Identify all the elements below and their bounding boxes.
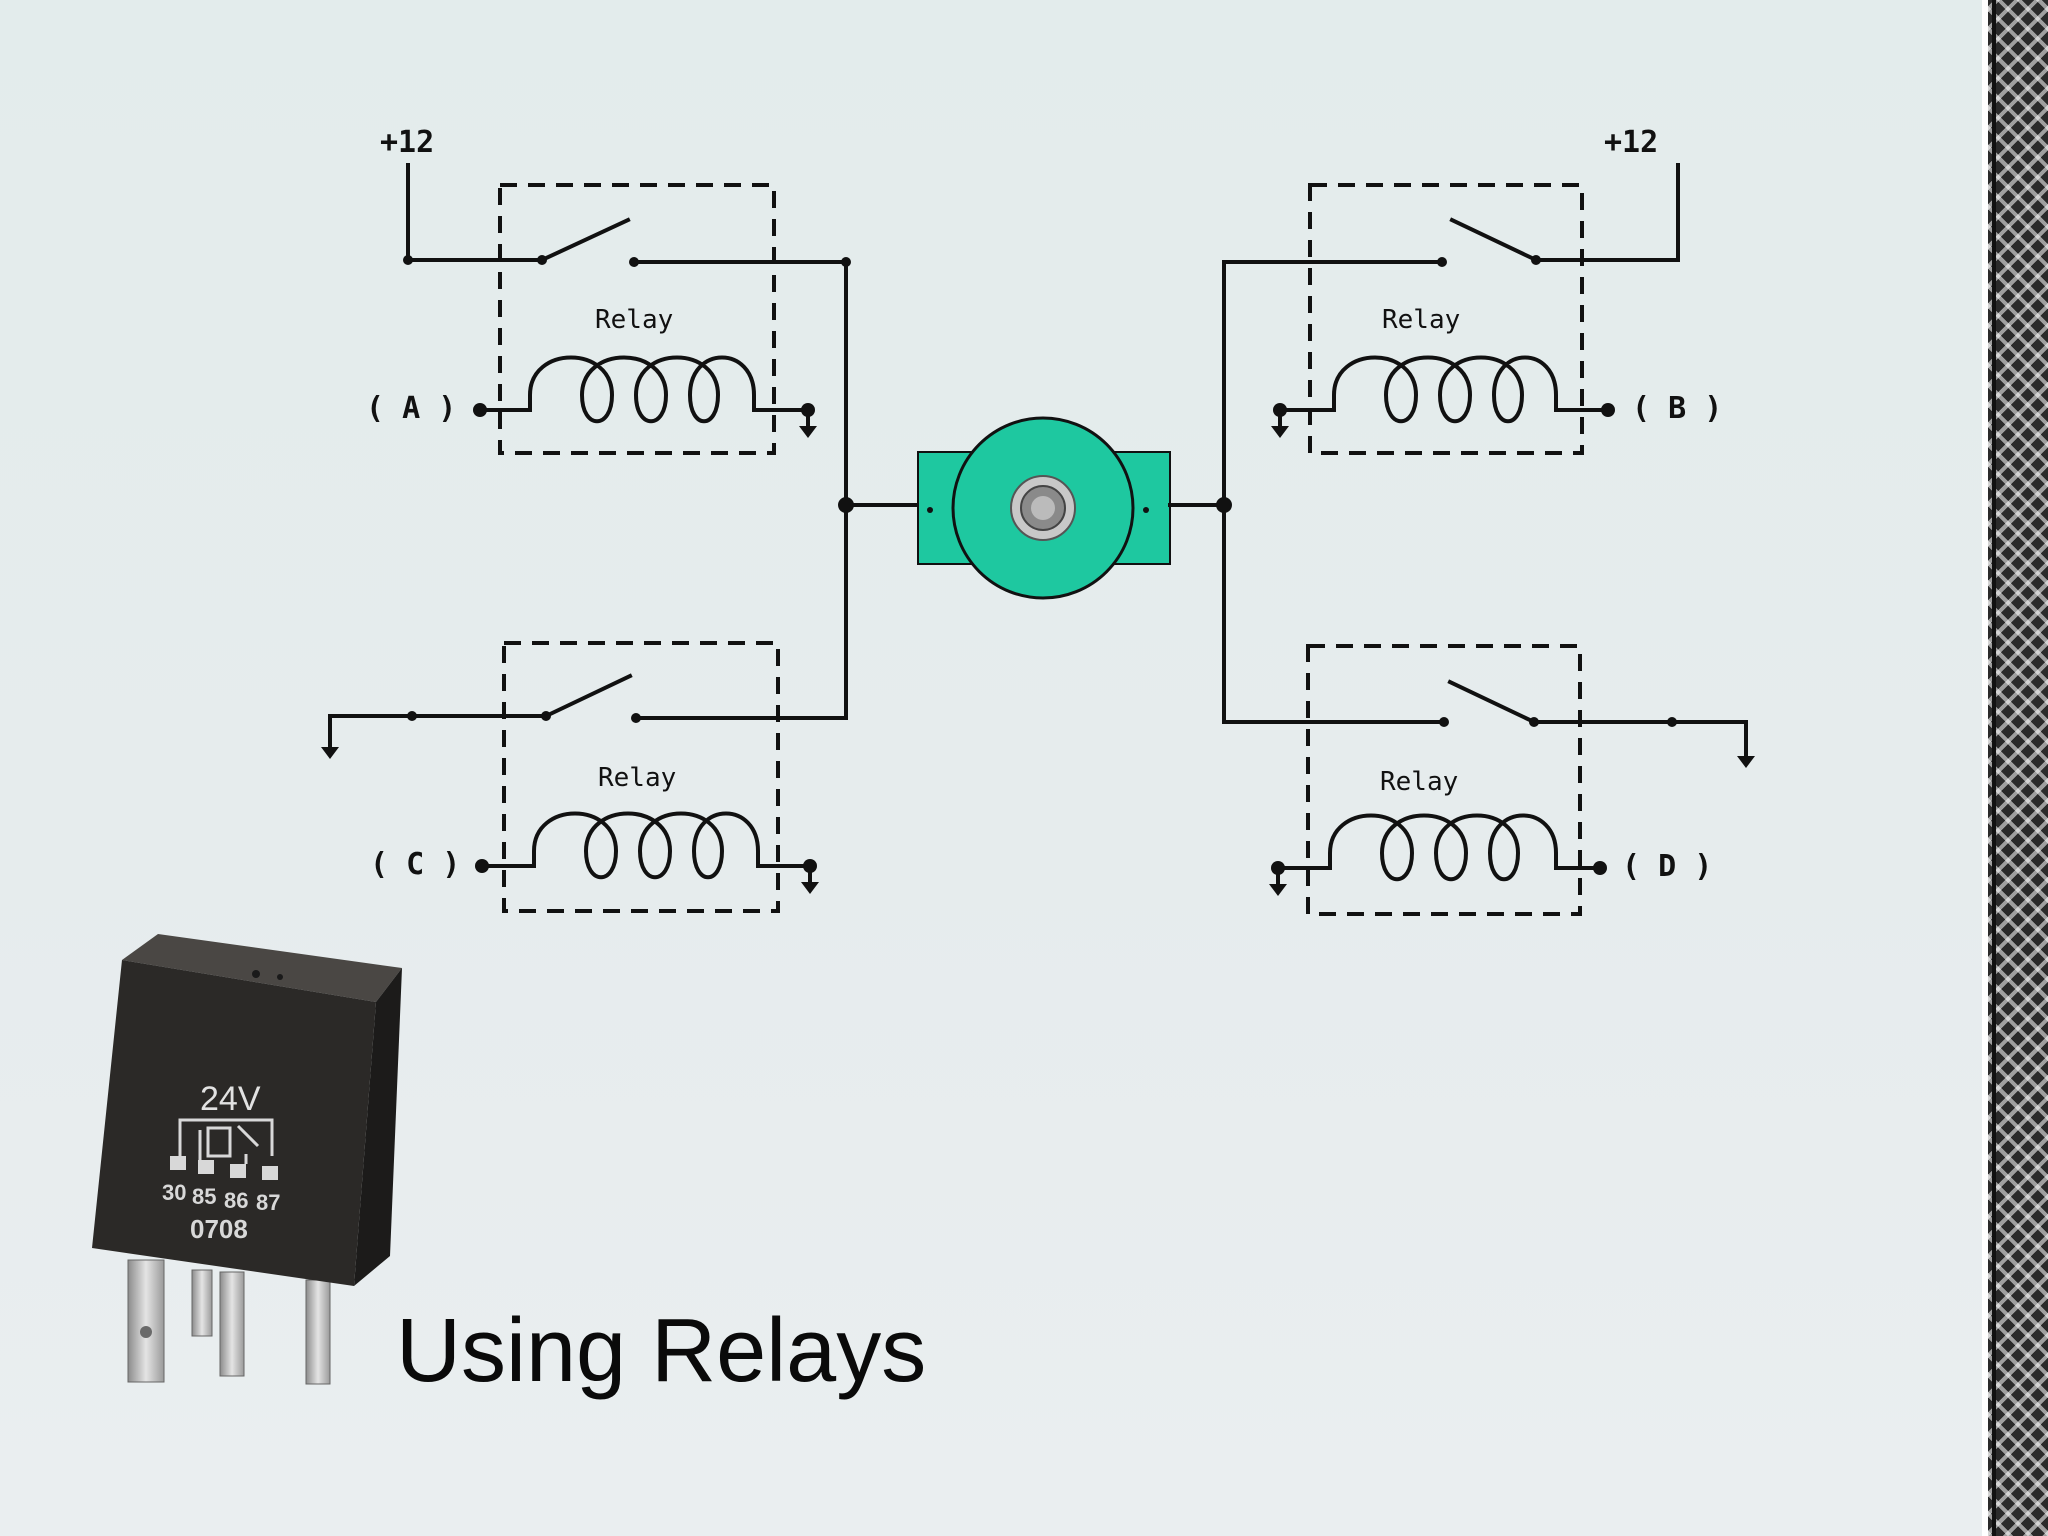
supply-wire-right	[1534, 163, 1680, 262]
relay-a-coil	[482, 355, 808, 424]
relay-c-coil	[484, 811, 810, 880]
relay-d-housing	[1306, 644, 1582, 916]
supply-label-left: +12	[380, 125, 434, 160]
ground-wire-left	[328, 714, 548, 737]
input-label-a: ( A )	[366, 391, 456, 426]
relay-pin-number: 87	[256, 1190, 280, 1215]
decorative-side-bar	[1982, 0, 2048, 1536]
relay-b: +12 Relay ( B )	[1222, 125, 1722, 507]
relay-a-label: Relay	[595, 305, 673, 335]
ground-wire-right	[1532, 720, 1748, 746]
relay-photo: 24V 30 85 86 87 0708	[92, 934, 402, 1385]
relay-c-output-wire	[634, 503, 848, 720]
relay-body-top	[122, 934, 402, 1002]
relay-pin	[127, 1259, 165, 1383]
relay-d-output-wire	[1222, 503, 1446, 724]
input-label-c: ( C )	[370, 847, 460, 882]
relay-code-text: 0708	[190, 1214, 248, 1244]
relay-pin	[219, 1271, 245, 1377]
input-label-b: ( B )	[1632, 391, 1722, 426]
relay-b-coil	[1280, 355, 1608, 424]
relay-pin-number: 30	[162, 1180, 186, 1205]
dc-motor	[838, 416, 1232, 600]
relay-c-label: Relay	[598, 763, 676, 793]
relay-b-output-wire	[1222, 260, 1444, 507]
relay-a: +12 Relay ( A )	[366, 125, 851, 507]
relay-pin	[305, 1279, 331, 1385]
relay-b-label: Relay	[1382, 305, 1460, 335]
input-label-d: ( D )	[1622, 849, 1712, 884]
relay-a-switch-contact	[539, 217, 631, 263]
relay-c: Relay ( C )	[319, 503, 848, 913]
relay-pin-number: 86	[224, 1188, 248, 1213]
relay-d: Relay ( D )	[1222, 503, 1757, 916]
supply-wire-left	[406, 163, 542, 262]
relay-body-front	[92, 960, 376, 1286]
relay-voltage-text: 24V	[200, 1080, 261, 1118]
slide-title: Using Relays	[396, 1301, 927, 1401]
relay-d-coil	[1278, 813, 1600, 882]
supply-label-right: +12	[1604, 125, 1658, 160]
relay-c-switch-contact	[543, 673, 633, 719]
relay-c-housing	[502, 641, 780, 913]
relay-b-switch-contact	[1449, 217, 1539, 263]
relay-d-switch-contact	[1447, 679, 1537, 725]
relay-pin-number: 85	[192, 1184, 216, 1209]
relay-b-housing	[1308, 183, 1584, 455]
relay-d-label: Relay	[1380, 767, 1458, 797]
relay-a-housing	[498, 183, 776, 455]
relay-pin	[191, 1269, 213, 1337]
